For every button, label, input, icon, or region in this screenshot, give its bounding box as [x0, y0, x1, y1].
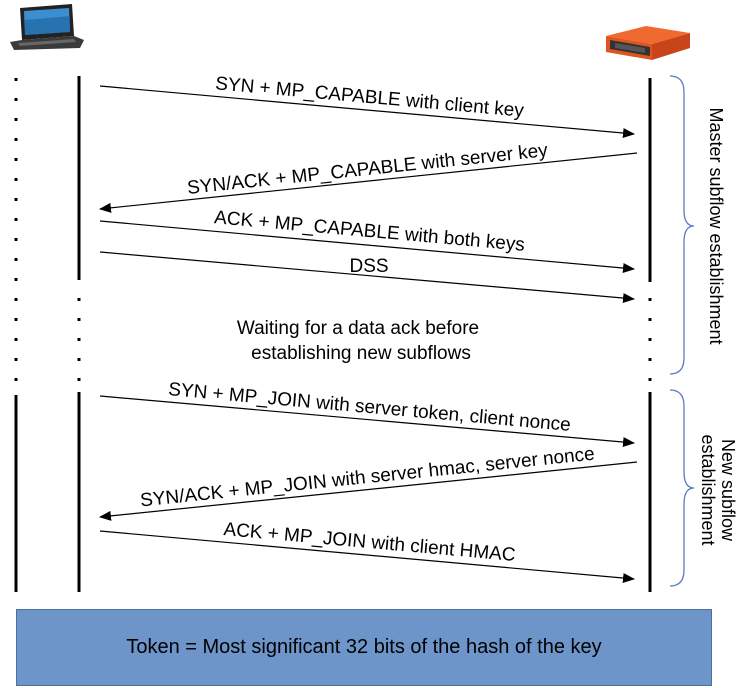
message-label-2: SYN/ACK + MP_CAPABLE with server key — [186, 140, 549, 199]
message-label-3: ACK + MP_CAPABLE with both keys — [213, 207, 525, 256]
message-arrow-5 — [99, 395, 635, 448]
new-subflow-phase-brace — [669, 389, 695, 587]
token-definition-text: Token = Most significant 32 bits of the … — [126, 636, 602, 658]
message-arrow-3 — [99, 220, 635, 273]
wait-note-line1: Waiting for a data ack before — [237, 318, 479, 339]
new-phase-label-line1: New subflow — [718, 439, 738, 542]
message-arrow-7 — [99, 530, 635, 583]
message-label-7: ACK + MP_JOIN with client HMAC — [223, 519, 517, 566]
master-phase-label: Master subflow establishment — [706, 107, 726, 344]
message-arrow-6 — [99, 461, 638, 521]
message-label-1: SYN + MP_CAPABLE with client key — [214, 73, 525, 121]
master-phase-brace — [669, 75, 695, 375]
token-definition-box: Token = Most significant 32 bits of the … — [16, 609, 712, 686]
message-arrow-4 — [99, 251, 635, 304]
laptop-icon — [10, 4, 84, 50]
server-rack-icon — [606, 26, 690, 60]
wait-note-line2: establishing new subflows — [251, 343, 471, 364]
message-arrow-2 — [99, 152, 638, 213]
new-phase-label-line2: establishment — [698, 434, 718, 545]
message-label-6: SYN/ACK + MP_JOIN with server hmac, serv… — [139, 444, 595, 512]
message-label-4: DSS — [349, 256, 388, 277]
message-arrow-1 — [99, 85, 635, 138]
